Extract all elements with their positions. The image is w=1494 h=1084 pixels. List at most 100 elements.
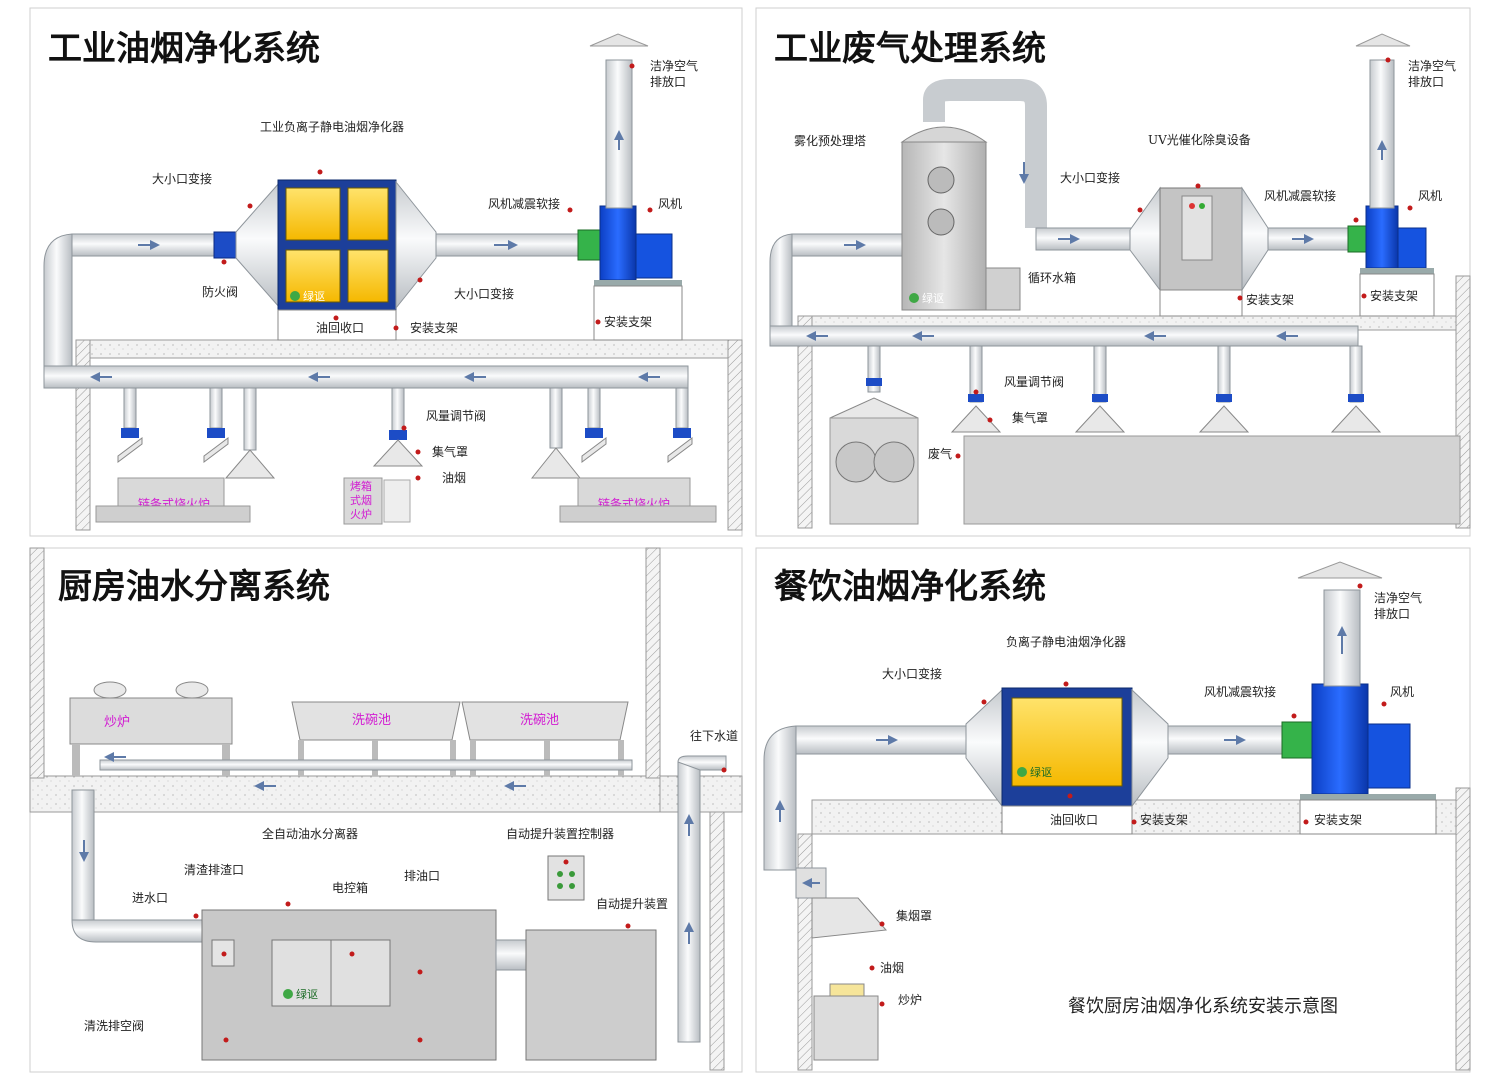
- label-hood: 集气罩: [1012, 410, 1048, 425]
- duct-collector: [43, 365, 689, 389]
- label-bracket-fan: 安装支架: [1314, 812, 1362, 827]
- floor-slab: [29, 775, 661, 813]
- page-title: 工业油烟净化系统: [48, 29, 320, 69]
- leader-dots: [221, 63, 653, 481]
- tower-top: [900, 126, 988, 143]
- valve-group: [866, 378, 1364, 402]
- label-fan: 风机: [1418, 189, 1442, 203]
- reducer: [1129, 186, 1161, 292]
- duct-collector: [769, 325, 1359, 347]
- label-bracket: 安装支架: [1140, 812, 1188, 827]
- lift-unit: [525, 929, 657, 1061]
- leader-dots: [869, 583, 1387, 1007]
- wall-lower: [709, 811, 725, 1071]
- flow-arrows: [806, 140, 1387, 341]
- label-uv: UV光催化除臭设备: [1148, 132, 1251, 147]
- label-exhaust-1: 洁净空气: [650, 58, 698, 73]
- burner: [175, 681, 209, 699]
- label-exhaust-1: 洁净空气: [1408, 58, 1456, 73]
- hood-cones: [117, 437, 693, 479]
- fan-bracket: [1299, 799, 1437, 835]
- label-reducer-in: 大小口变接: [152, 171, 212, 186]
- brand-label: 绿讴: [296, 987, 318, 1001]
- oven-label-3: 火炉: [350, 508, 372, 521]
- duct-overhead: [923, 79, 1047, 228]
- brand-label: 绿讴: [1030, 765, 1052, 779]
- uv-light: [1199, 203, 1205, 209]
- riser-pipe: [677, 761, 701, 1043]
- label-hood: 集气罩: [432, 444, 468, 459]
- label-exhaust-2: 排放口: [1408, 74, 1444, 89]
- label-waste-gas: 废气: [928, 446, 952, 461]
- soft-joint: [1281, 721, 1313, 759]
- label-purifier: 负离子静电油烟净化器: [1006, 634, 1126, 649]
- label-inlet: 进水口: [132, 891, 168, 905]
- oven: [343, 477, 383, 525]
- fan-bracket: [593, 285, 683, 341]
- label-tank: 循环水箱: [1028, 270, 1076, 285]
- wok: [829, 983, 865, 997]
- oven-rack: [383, 479, 411, 523]
- flow-arrows: [90, 130, 660, 382]
- label-reducer: 大小口变接: [1060, 170, 1120, 185]
- wall-left: [797, 315, 813, 529]
- purifier-cell: [347, 249, 389, 303]
- sink-label-2: 洗碗池: [520, 712, 559, 728]
- label-exhaust-2: 排放口: [1374, 606, 1410, 621]
- duct-elbow: [769, 233, 793, 341]
- label-stove: 炒炉: [898, 993, 922, 1007]
- label-oil-out: 排油口: [404, 869, 440, 883]
- label-bracket-fan: 安装支架: [604, 314, 652, 329]
- fan-body: [599, 205, 637, 281]
- label-fan-soft: 风机减震软接: [488, 196, 560, 211]
- fan-base: [1300, 794, 1436, 800]
- stove-label: 炒炉: [104, 715, 130, 730]
- label-hood: 集烟罩: [896, 908, 932, 923]
- purifier-bracket: [1001, 805, 1133, 835]
- fan-motor: [1397, 227, 1427, 269]
- tower-window: [927, 208, 955, 236]
- oven-label-1: 烤箱: [350, 479, 372, 493]
- label-purifier: 工业负离子静电油烟净化器: [260, 119, 404, 134]
- riser-elbow: [677, 755, 727, 771]
- label-fan-soft: 风机减震软接: [1264, 188, 1336, 203]
- brand-label: 绿讴: [303, 289, 325, 303]
- fan-bracket: [1359, 273, 1435, 317]
- label-lifter: 自动提升装置: [596, 896, 668, 911]
- page-title: 餐饮油烟净化系统: [774, 567, 1046, 607]
- tower-window: [927, 166, 955, 194]
- purifier-bracket: [277, 309, 397, 341]
- label-separator: 全自动油水分离器: [262, 826, 358, 841]
- water-tank: [985, 267, 1021, 311]
- purifier-core: [1011, 697, 1123, 787]
- soft-joint: [577, 229, 601, 261]
- duct: [1035, 227, 1133, 251]
- purifier-cell: [347, 187, 389, 241]
- brand-label: 绿讴: [922, 291, 944, 305]
- label-smoke: 油烟: [442, 471, 466, 485]
- fan-base: [594, 280, 682, 286]
- flow-arrows: [79, 752, 694, 944]
- leg: [72, 744, 80, 776]
- sink-legs: [298, 740, 624, 776]
- label-bracket: 安装支架: [410, 320, 458, 335]
- fan-base: [1360, 268, 1434, 274]
- drain-pipe: [99, 759, 633, 771]
- duct-elbow: [763, 725, 797, 871]
- controller-lights: [557, 871, 575, 889]
- label-fire-valve: 防火阀: [202, 284, 238, 299]
- floor-slab: [87, 339, 743, 359]
- label-controller: 自动提升装置控制器: [506, 826, 614, 841]
- hood-cones: [829, 397, 1382, 433]
- reducer: [1241, 186, 1269, 292]
- brand-logo: [909, 293, 919, 303]
- uv-panel: [1181, 195, 1213, 261]
- fan-body: [1365, 205, 1399, 269]
- flow-arrows: [775, 626, 1347, 888]
- wall-right: [645, 547, 661, 779]
- exhaust-cap: [589, 33, 649, 47]
- panel-industrial-waste-gas: 工业废气处理系统 绿讴: [769, 29, 1471, 529]
- oven-label-2: 式烟: [350, 493, 372, 507]
- exhaust-cap: [1355, 33, 1411, 47]
